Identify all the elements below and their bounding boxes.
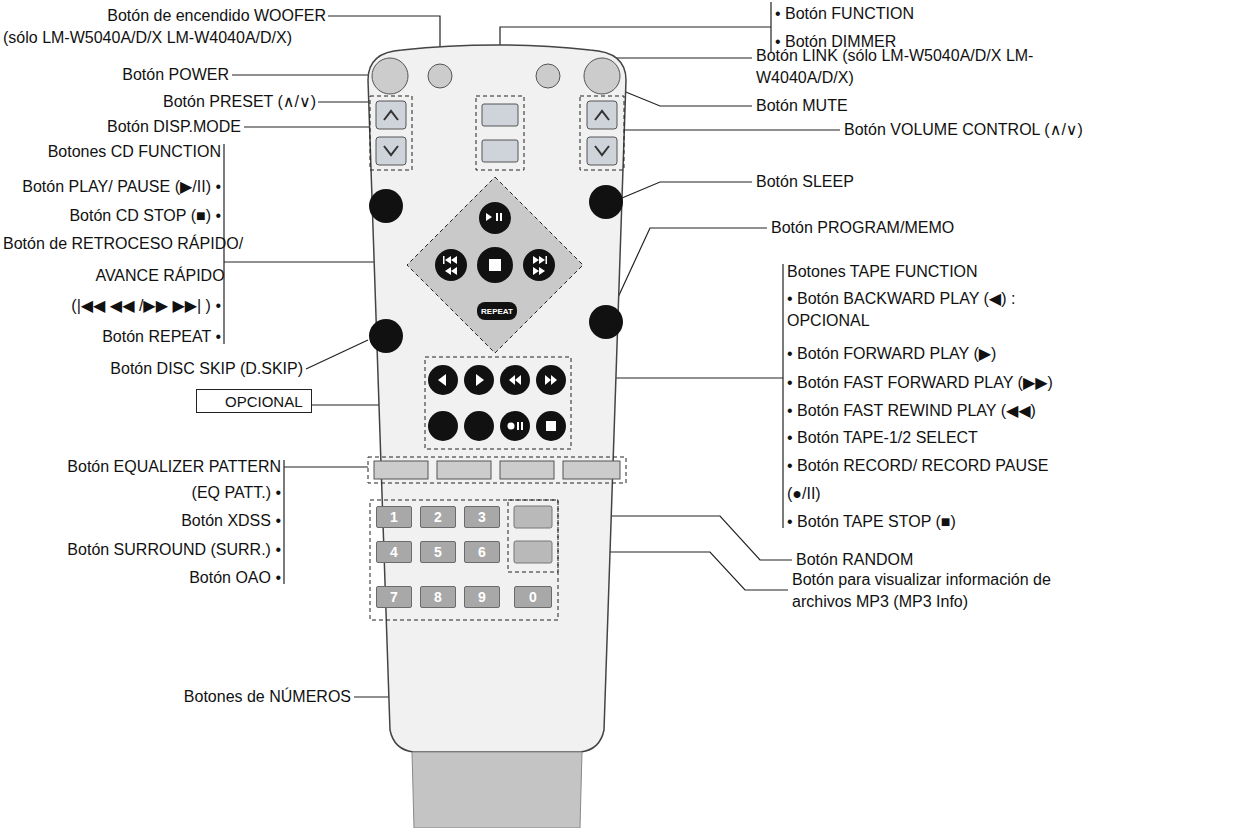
callout-label: • Botón TAPE-1/2 SELECT [787, 427, 978, 449]
callout-label: Botones CD FUNCTION [48, 141, 221, 163]
key-number: 9 [478, 589, 486, 605]
callout-label: Botón OAO • [189, 567, 281, 589]
number-key: 3 [464, 506, 500, 528]
callout-label: (sólo LM-W5040A/D/X LM-W4040A/D/X) [3, 27, 292, 49]
key-number: 4 [390, 544, 398, 560]
optional-note-box: OPCIONAL [196, 389, 312, 413]
key-number: 3 [478, 509, 486, 525]
callout-label: Botón DISP.MODE [107, 116, 241, 138]
callout-label: Botón de RETROCESO RÁPIDO/ [3, 233, 243, 255]
callout-label: Botones TAPE FUNCTION [787, 261, 978, 283]
number-key: 1 [376, 506, 412, 528]
number-key: 4 [376, 541, 412, 563]
key-number: 2 [434, 509, 442, 525]
callout-label: Botón SURROUND (SURR.) • [67, 539, 281, 561]
callout-label: Botón PLAY/ PAUSE (▶/II) • [22, 176, 221, 198]
callout-label: Botón RANDOM [796, 549, 913, 571]
number-key: 0 [514, 586, 552, 608]
number-key: 7 [376, 586, 412, 608]
key-number: 1 [390, 509, 398, 525]
callout-label: Botones de NÚMEROS [184, 686, 351, 708]
number-key: 8 [420, 586, 456, 608]
callout-label: Botón para visualizar información de arc… [792, 569, 1074, 613]
callout-label: Botón CD STOP (■) • [69, 205, 221, 227]
key-number: 6 [478, 544, 486, 560]
callout-label: (|◀◀ ◀◀ /▶▶ ▶▶| ) • [71, 295, 221, 317]
callout-label: • Botón TAPE STOP (■) [787, 511, 956, 533]
callout-label: Botón XDSS • [181, 510, 281, 532]
key-number: 0 [529, 589, 537, 605]
callout-label: Botón SLEEP [756, 171, 854, 193]
callout-label: • Botón BACKWARD PLAY (◀) : OPCIONAL [787, 288, 1027, 332]
remote-body [368, 45, 626, 752]
button-text: REPEAT [481, 307, 513, 316]
number-key: 9 [464, 586, 500, 608]
number-key: 2 [420, 506, 456, 528]
callout-label: Botón VOLUME CONTROL (∧/∨) [844, 119, 1083, 141]
callout-label: Botón MUTE [756, 95, 848, 117]
callout-label: Botón de encendido WOOFER [107, 5, 326, 27]
callout-label: Botón POWER [122, 64, 229, 86]
callout-label: • Botón FAST REWIND PLAY (◀◀) [787, 400, 1036, 422]
callout-label: Botón EQUALIZER PATTERN [67, 456, 281, 478]
callout-label: Botón LINK (sólo LM-W5040A/D/X LM-W4040A… [756, 45, 1038, 89]
callout-label: Botón REPEAT • [102, 326, 221, 348]
remote-grip [412, 752, 582, 828]
key-number: 7 [390, 589, 398, 605]
callout-label: Botón PROGRAM/MEMO [771, 217, 954, 239]
callout-label: Botón PRESET (∧/∨) [163, 91, 316, 113]
callout-label: (EQ PATT.) • [192, 482, 281, 504]
callout-label: • Botón FUNCTION [775, 3, 914, 25]
key-number: 8 [434, 589, 442, 605]
callout-label: Botón DISC SKIP (D.SKIP) [110, 358, 303, 380]
repeat-button: REPEAT [477, 302, 517, 320]
callout-label: AVANCE RÁPIDO [95, 265, 224, 287]
number-key: 5 [420, 541, 456, 563]
callout-label: • Botón FAST FORWARD PLAY (▶▶) [787, 372, 1053, 394]
number-key: 6 [464, 541, 500, 563]
callout-label: • Botón FORWARD PLAY (▶) [787, 343, 996, 365]
callout-label: • Botón RECORD/ RECORD PAUSE (●/II) [787, 452, 1073, 508]
key-number: 5 [434, 544, 442, 560]
button-text: OPCIONAL [225, 393, 303, 410]
